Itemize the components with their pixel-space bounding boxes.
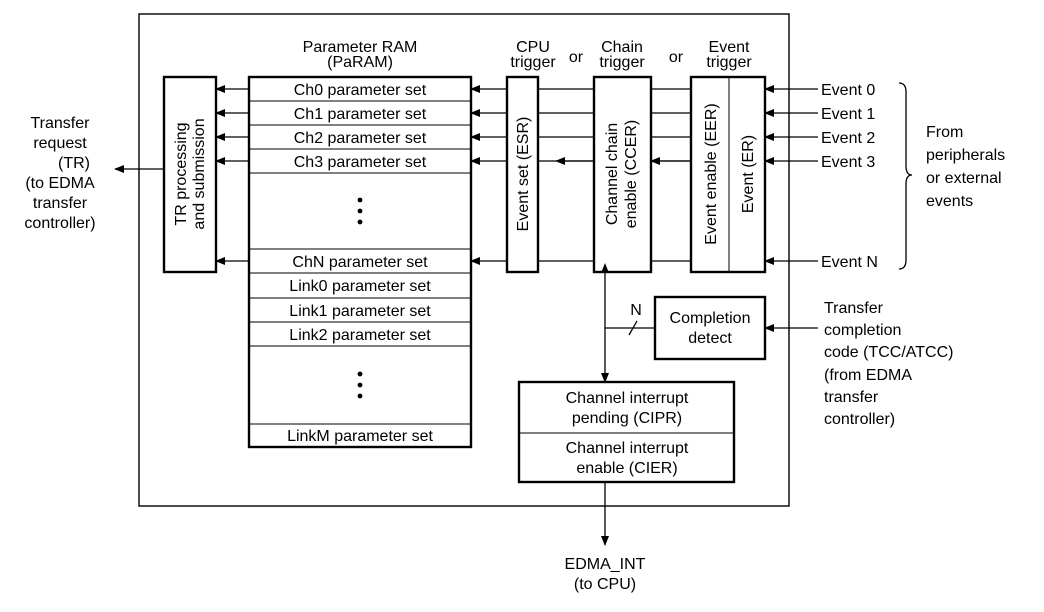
tr-processing-block bbox=[162, 75, 218, 274]
chain-trigger-label-1: Chain bbox=[601, 39, 643, 56]
eer-label: Event enable (EER) bbox=[703, 103, 720, 244]
param-row-ch0: Ch0 parameter set bbox=[294, 82, 427, 99]
param-row-link0: Link0 parameter set bbox=[289, 278, 431, 295]
event-label-n: Event N bbox=[821, 254, 878, 271]
cpu-trigger-label-2: trigger bbox=[510, 54, 556, 71]
param-ram-subtitle: (PaRAM) bbox=[327, 54, 393, 71]
param-row-ch3: Ch3 parameter set bbox=[294, 154, 427, 171]
from-peripherals-line-3: or external bbox=[926, 170, 1002, 187]
param-ellipsis-1 bbox=[357, 197, 363, 225]
from-peripherals-line-2: peripherals bbox=[926, 147, 1005, 164]
event-label-3: Event 3 bbox=[821, 154, 875, 171]
param-row-ch1: Ch1 parameter set bbox=[294, 106, 427, 123]
cier-label-2: enable (CIER) bbox=[576, 460, 677, 477]
from-peripherals-line-1: From bbox=[926, 124, 963, 141]
completion-detect-block bbox=[653, 295, 767, 361]
er-label: Event (ER) bbox=[740, 135, 757, 213]
event-label-1: Event 1 bbox=[821, 106, 875, 123]
transfer-request-line-1: Transfer bbox=[31, 115, 91, 132]
param-row-link1: Link1 parameter set bbox=[289, 303, 431, 320]
param-to-tr-arrows bbox=[215, 85, 249, 265]
transfer-completion-line-2: completion bbox=[824, 322, 901, 339]
event-label-2: Event 2 bbox=[821, 130, 875, 147]
event-input-arrows bbox=[764, 85, 818, 265]
param-row-link2: Link2 parameter set bbox=[289, 327, 431, 344]
transfer-request-line-4: (to EDMA bbox=[25, 175, 95, 192]
transfer-request-line-3: (TR) bbox=[58, 155, 90, 172]
tr-processing-label-2: and submission bbox=[191, 118, 208, 229]
event-trigger-label-1: Event bbox=[709, 39, 750, 56]
transfer-request-line-2: request bbox=[33, 135, 87, 152]
completion-label-2: detect bbox=[688, 330, 732, 347]
cipr-label-1: Channel interrupt bbox=[566, 390, 689, 407]
transfer-request-line-6: controller) bbox=[24, 215, 95, 232]
transfer-completion-line-5: transfer bbox=[824, 389, 879, 406]
event-trigger-label-2: trigger bbox=[706, 54, 752, 71]
transfer-completion-line-3: code (TCC/ATCC) bbox=[824, 344, 954, 361]
from-peripherals-line-4: events bbox=[926, 193, 973, 210]
esr-label: Event set (ESR) bbox=[515, 117, 532, 232]
tr-processing-label-1: TR processing bbox=[173, 122, 190, 225]
eer-er-block bbox=[689, 75, 767, 274]
transfer-completion-line-6: controller) bbox=[824, 411, 895, 428]
param-row-ch2: Ch2 parameter set bbox=[294, 130, 427, 147]
transfer-completion-line-1: Transfer bbox=[824, 300, 884, 317]
ccer-block bbox=[592, 75, 653, 274]
param-ram-title: Parameter RAM bbox=[303, 39, 418, 56]
ccer-label-1: Channel chain bbox=[604, 123, 621, 225]
edma-int-label-2: (to CPU) bbox=[574, 576, 636, 593]
bus-width-slash bbox=[628, 320, 638, 336]
cipr-cier-block bbox=[517, 380, 736, 484]
chain-trigger-label-2: trigger bbox=[599, 54, 645, 71]
param-row-linkm: LinkM parameter set bbox=[287, 428, 433, 445]
esr-to-param-arrows bbox=[470, 85, 507, 265]
bus-width-label: N bbox=[630, 302, 642, 319]
param-ellipsis-2 bbox=[357, 371, 363, 399]
event-label-0: Event 0 bbox=[821, 82, 875, 99]
transfer-completion-line-4: (from EDMA bbox=[824, 367, 912, 384]
param-row-chn: ChN parameter set bbox=[292, 254, 428, 271]
completion-label-1: Completion bbox=[670, 310, 751, 327]
or-label-2: or bbox=[669, 49, 684, 66]
cipr-label-2: pending (CIPR) bbox=[572, 410, 682, 427]
edma-int-label-1: EDMA_INT bbox=[565, 556, 646, 573]
register-bus-lines bbox=[538, 88, 691, 262]
transfer-request-line-5: transfer bbox=[33, 195, 88, 212]
cier-label-1: Channel interrupt bbox=[566, 440, 689, 457]
events-brace bbox=[898, 82, 913, 270]
cpu-trigger-label-1: CPU bbox=[516, 39, 550, 56]
or-label-1: or bbox=[569, 49, 584, 66]
ccer-label-2: enable (CCER) bbox=[623, 120, 640, 228]
esr-block bbox=[505, 75, 540, 274]
